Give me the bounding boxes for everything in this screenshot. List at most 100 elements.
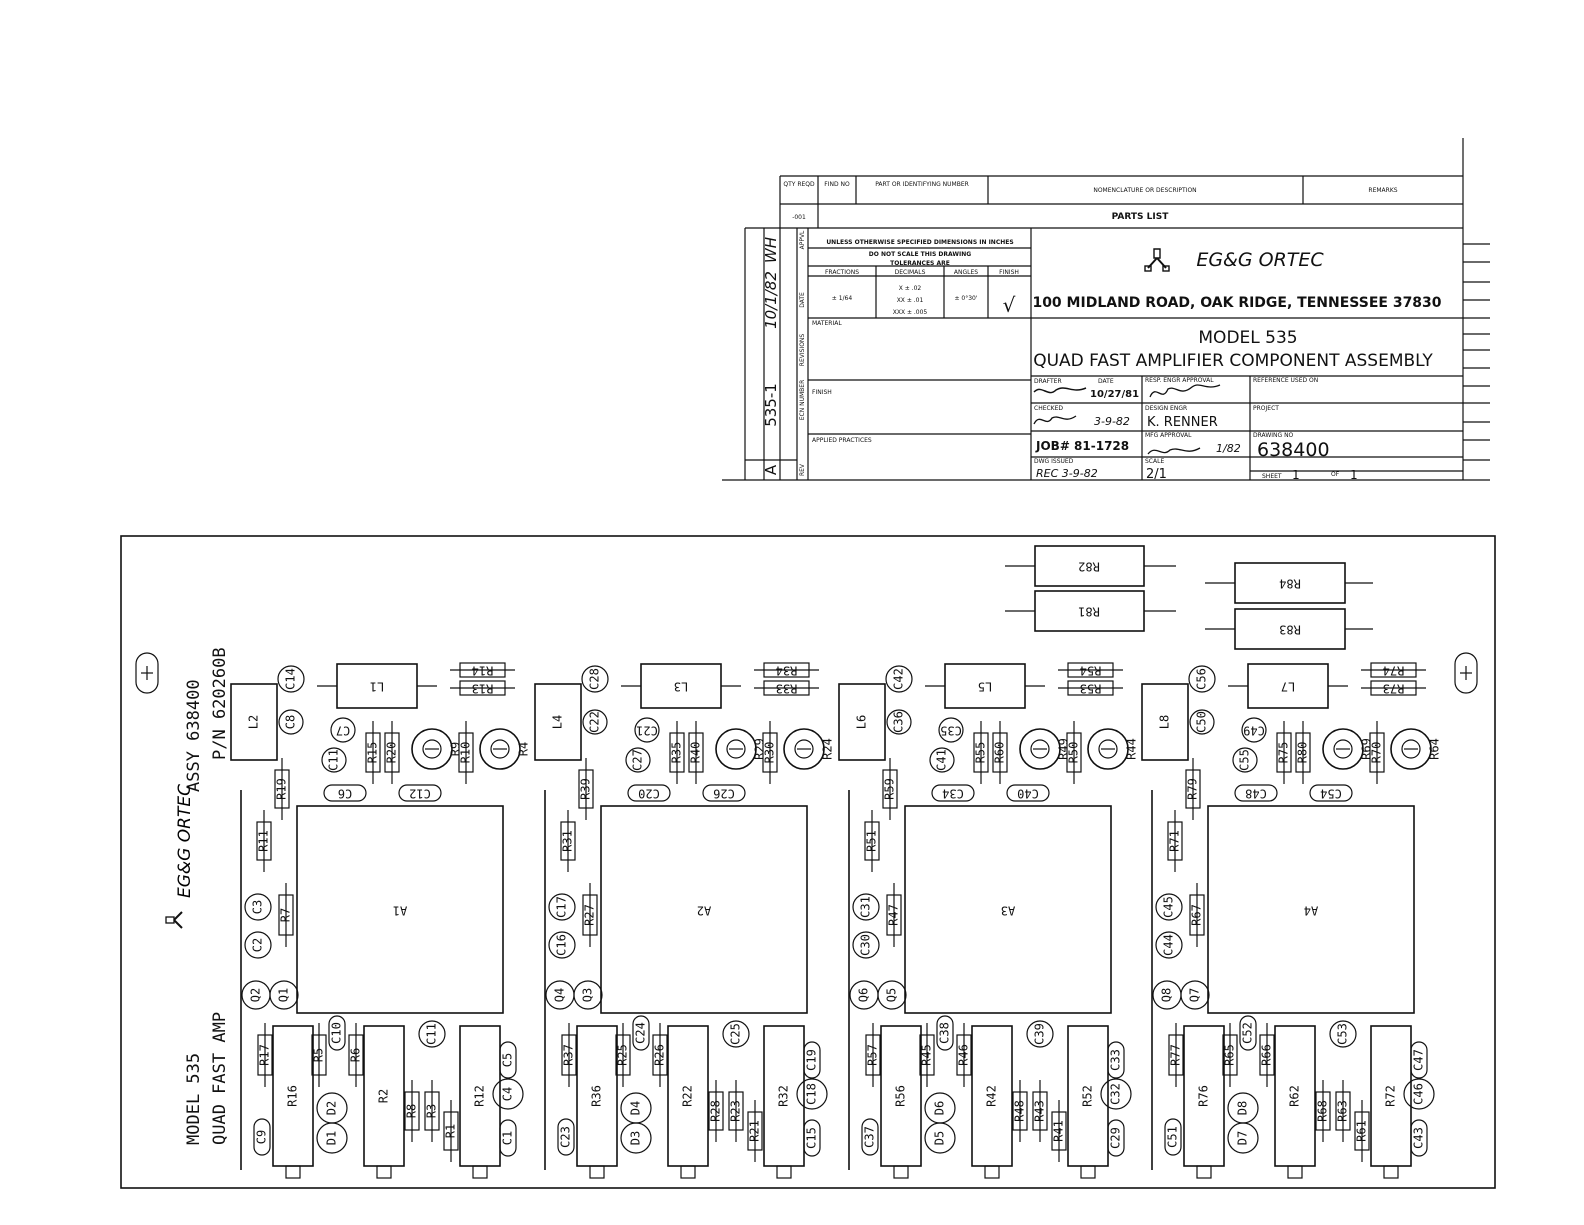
label-r40: R40: [689, 742, 703, 764]
mounting-hole-right: [1454, 652, 1478, 694]
resistor-r17: R17: [257, 1023, 273, 1087]
capacitor-c25: C25: [722, 1020, 750, 1048]
material-label: MATERIAL: [812, 320, 842, 327]
label-c10: C10: [330, 1022, 344, 1044]
label-r61: R61: [1355, 1120, 1369, 1142]
label-q3: Q3: [581, 988, 595, 1002]
label-c18: C18: [805, 1083, 819, 1105]
label-r15: R15: [366, 742, 380, 764]
label-c35: C35: [940, 724, 962, 738]
transistor-q1: Q1: [269, 980, 299, 1010]
label-r14: R14: [472, 664, 494, 678]
diode-d7: D7: [1227, 1122, 1259, 1154]
of-label: OF: [1331, 471, 1340, 478]
resistor-r3: R3: [424, 1080, 440, 1142]
capacitor-c35: C35: [938, 717, 964, 743]
resistor-r67: R67: [1189, 883, 1205, 947]
amplifier-module-a2: A2: [600, 805, 808, 1014]
trimpot-r29: R29: [715, 728, 767, 770]
amplifier-module-a3: A3: [904, 805, 1112, 1014]
resistor-r62: R62: [1274, 1025, 1316, 1179]
capacitor-c41: C41: [929, 747, 955, 773]
resistor-r48: R48: [1012, 1080, 1028, 1142]
label-l3: L3: [674, 680, 688, 694]
label-r47: R47: [887, 904, 901, 926]
label-d4: D4: [629, 1101, 643, 1115]
mfg-signature: [1147, 447, 1201, 455]
capacitor-c24: C24: [632, 1015, 650, 1051]
label-q2: Q2: [249, 988, 263, 1002]
label-r42: R42: [985, 1085, 999, 1107]
capacitor-c9: C9: [253, 1118, 271, 1156]
label-c25: C25: [729, 1023, 743, 1045]
transistor-q3: Q3: [573, 980, 603, 1010]
inductor-l2: L2: [230, 683, 278, 761]
inductor-l8: L8: [1141, 683, 1189, 761]
resistor-r34: R34: [754, 662, 819, 678]
label-c6: C6: [338, 787, 352, 801]
label-l4: L4: [551, 715, 565, 729]
label-r50: R50: [1067, 742, 1081, 764]
label-c54: C54: [1320, 787, 1342, 801]
resistor-r59: R59: [882, 758, 898, 820]
label-c19: C19: [805, 1049, 819, 1071]
capacitor-c15: C15: [803, 1119, 821, 1157]
resistor-r16: R16: [272, 1025, 314, 1179]
remarks-header: REMARKS: [1368, 187, 1397, 194]
fraction-value: ± 1/64: [832, 295, 853, 302]
label-c33: C33: [1109, 1049, 1123, 1071]
capacitor-c34: C34: [931, 784, 975, 802]
resistor-r66: R66: [1259, 1023, 1275, 1087]
angles-label: ANGLES: [954, 269, 978, 276]
resistor-r26: R26: [652, 1023, 668, 1087]
label-r53: R53: [1080, 682, 1102, 696]
label-r11: R11: [257, 830, 271, 852]
diode-d1: D1: [316, 1122, 348, 1154]
resistor-r30: R30: [762, 721, 778, 784]
resistor-r55: R55: [973, 721, 989, 784]
decimals-label: DECIMALS: [895, 269, 926, 276]
capacitor-c38: C38: [936, 1015, 954, 1051]
label-c38: C38: [938, 1022, 952, 1044]
label-r54: R54: [1080, 664, 1102, 678]
decimal-1: X ± .02: [899, 285, 922, 292]
nomenclature-header: NOMENCLATURE OR DESCRIPTION: [1093, 187, 1196, 194]
checked-date: 3-9-82: [1094, 415, 1130, 428]
resistor-r72: R72: [1370, 1025, 1412, 1179]
capacitor-c14: C14: [277, 665, 305, 693]
label-q6: Q6: [857, 988, 871, 1002]
find-header: FIND NO: [824, 181, 850, 188]
label-l6: L6: [855, 715, 869, 729]
resistor-r10: R10: [458, 721, 474, 784]
label-c4: C4: [501, 1087, 515, 1101]
capacitor-c31: C31: [852, 893, 880, 921]
resp-engr-signature: [1149, 384, 1221, 398]
capacitor-c47: C47: [1410, 1041, 1428, 1079]
part-no-header: PART OR IDENTIFYING NUMBER: [875, 181, 969, 188]
label-r56: R56: [894, 1085, 908, 1107]
drawing-number: 638400: [1257, 439, 1330, 461]
label-r33: R33: [776, 682, 798, 696]
ecn-col-label: ECN NUMBER: [799, 380, 806, 421]
resistor-r39: R39: [578, 758, 594, 820]
resistor-r28: R28: [708, 1080, 724, 1142]
label-r36: R36: [590, 1085, 604, 1107]
label-c41: C41: [935, 749, 949, 771]
label-c52: C52: [1241, 1022, 1255, 1044]
trimpot-r64: R64: [1390, 728, 1442, 770]
board-quad-label: QUAD FAST AMP: [210, 1012, 230, 1145]
resistor-r84: R84: [1205, 562, 1373, 604]
label-c21: C21: [636, 724, 658, 738]
diode-d2: D2: [316, 1092, 348, 1124]
label-c27: C27: [631, 749, 645, 771]
label-a3: A3: [1001, 904, 1015, 918]
label-c24: C24: [634, 1022, 648, 1044]
drafter-signature: [1033, 387, 1087, 394]
job-number: JOB# 81-1728: [1035, 439, 1129, 453]
dwg-issued: REC 3-9-82: [1036, 467, 1098, 480]
capacitor-c56: C56: [1188, 665, 1216, 693]
label-c16: C16: [555, 934, 569, 956]
applied-practices-label: APPLIED PRACTICES: [812, 437, 872, 444]
trimpot-r4: R4: [479, 728, 531, 770]
drafter-label: DRAFTER: [1034, 378, 1062, 385]
